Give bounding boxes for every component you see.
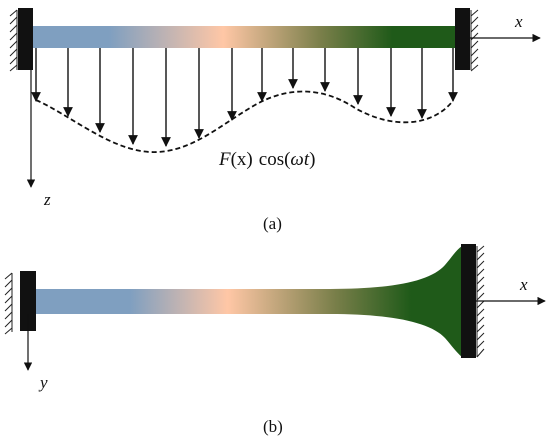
load-label-x: (x) [231,149,253,170]
right-clamp-b [461,244,476,358]
load-label-cos: cos( [259,149,291,170]
beam-a [33,26,456,48]
load-label-f: F [218,149,231,170]
load-label-close: ) [309,149,315,170]
panel-a: x z F(x) cos(ωt) (a) [9,8,541,233]
panel-b: x y (b) [4,244,546,436]
y-axis-label-b: y [38,373,48,392]
caption-b: (b) [263,417,283,436]
left-clamp-a [18,8,33,70]
left-support-hatch-b [4,272,13,335]
x-axis-label-b: x [519,275,528,294]
left-clamp-b [20,271,36,331]
z-axis-label-a: z [43,190,51,209]
x-axis-label-a: x [514,12,523,31]
load-label: F(x) cos(ωt) [218,149,315,170]
left-support-hatch-a [9,9,18,72]
caption-a: (a) [263,214,282,233]
load-envelope-curve [35,90,453,153]
load-arrows [31,48,458,147]
beam-b [36,246,462,357]
right-support-hatch-a [470,9,479,72]
right-clamp-a [455,8,470,70]
load-label-omega-t: ωt [290,149,309,170]
